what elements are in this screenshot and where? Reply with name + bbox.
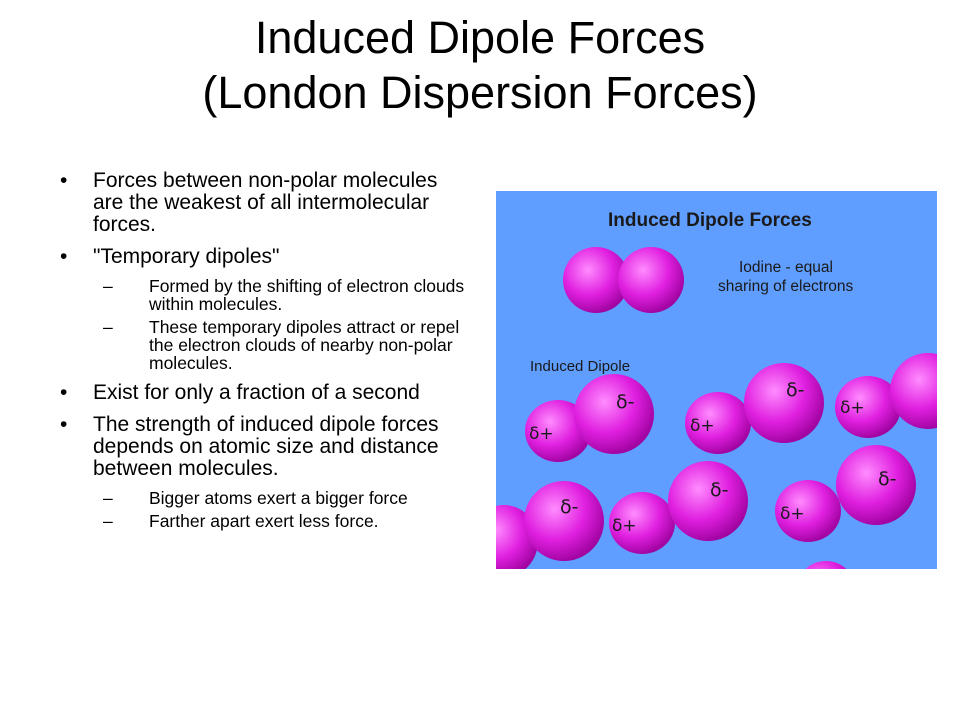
delta-plus-label: δ+	[840, 398, 865, 418]
bullet-text: Exist for only a fraction of a second	[93, 381, 420, 404]
sub-bullet-item: – Formed by the shifting of electron clo…	[103, 277, 466, 313]
sub-bullet-item: – Bigger atoms exert a bigger force	[103, 489, 466, 507]
sub-bullet-marker: –	[103, 276, 113, 296]
bullet-list: • Forces between non-polar molecules are…	[56, 170, 466, 540]
bullet-marker: •	[60, 245, 68, 268]
dipole-molecule: δ+ δ-	[685, 363, 824, 454]
slide-title-line-1: Induced Dipole Forces	[254, 12, 706, 63]
delta-minus-label: δ-	[616, 391, 634, 413]
bullet-text: "Temporary dipoles"	[93, 245, 280, 268]
sub-bullet-text: Formed by the shifting of electron cloud…	[149, 276, 465, 314]
bullet-item: • "Temporary dipoles" – Formed by the sh…	[56, 245, 466, 373]
dipole-molecule: δ+	[835, 353, 937, 438]
delta-minus-label: δ-	[786, 379, 804, 401]
sub-bullet-marker: –	[103, 511, 113, 531]
bullet-marker: •	[60, 381, 68, 404]
sub-bullet-list: – Bigger atoms exert a bigger force – Fa…	[93, 489, 466, 530]
sub-bullet-marker: –	[103, 317, 113, 337]
partial-molecule	[805, 561, 847, 569]
sub-bullet-list: – Formed by the shifting of electron clo…	[93, 277, 466, 372]
delta-minus-label: δ-	[878, 468, 896, 490]
figure-caption-line-1: Iodine - equal	[739, 259, 833, 276]
delta-minus-label: δ-	[560, 496, 578, 518]
dipole-molecule: δ+ δ-	[775, 445, 916, 542]
dipole-molecule: δ+ δ-	[609, 461, 748, 554]
delta-plus-label: δ+	[780, 504, 805, 524]
dipole-molecule: δ+ δ-	[525, 374, 654, 462]
molecule-illustration: Induced Dipole Forces Iodine - equal sha…	[496, 191, 937, 569]
sub-bullet-text: Farther apart exert less force.	[149, 511, 379, 531]
bullet-item: • Forces between non-polar molecules are…	[56, 170, 466, 236]
induced-dipole-figure: Induced Dipole Forces Iodine - equal sha…	[496, 191, 937, 569]
bullet-item: • The strength of induced dipole forces …	[56, 413, 466, 531]
delta-plus-label: δ+	[529, 424, 554, 444]
bullet-marker: •	[60, 413, 68, 436]
sub-bullet-marker: –	[103, 488, 113, 508]
slide-title-line-2: (London Dispersion Forces)	[202, 67, 758, 118]
sub-bullet-item: – Farther apart exert less force.	[103, 512, 466, 530]
iodine-molecule	[563, 247, 684, 313]
figure-caption-line-2: sharing of electrons	[718, 278, 854, 295]
induced-dipole-label: Induced Dipole	[530, 358, 630, 375]
figure-title: Induced Dipole Forces	[608, 210, 812, 231]
delta-plus-label: δ+	[690, 416, 715, 436]
sub-bullet-text: These temporary dipoles attract or repel…	[149, 317, 460, 373]
bullet-text: The strength of induced dipole forces de…	[93, 413, 439, 480]
delta-plus-label: δ+	[612, 516, 637, 536]
bullet-item: • Exist for only a fraction of a second	[56, 382, 466, 404]
sub-bullet-item: – These temporary dipoles attract or rep…	[103, 318, 466, 372]
slide-title: Induced Dipole Forces (London Dispersion…	[0, 10, 960, 120]
delta-minus-label: δ-	[710, 479, 728, 501]
bullet-marker: •	[60, 169, 68, 192]
sub-bullet-text: Bigger atoms exert a bigger force	[149, 488, 408, 508]
bullet-text: Forces between non-polar molecules are t…	[93, 169, 438, 236]
dipole-molecule: δ-	[496, 481, 604, 569]
